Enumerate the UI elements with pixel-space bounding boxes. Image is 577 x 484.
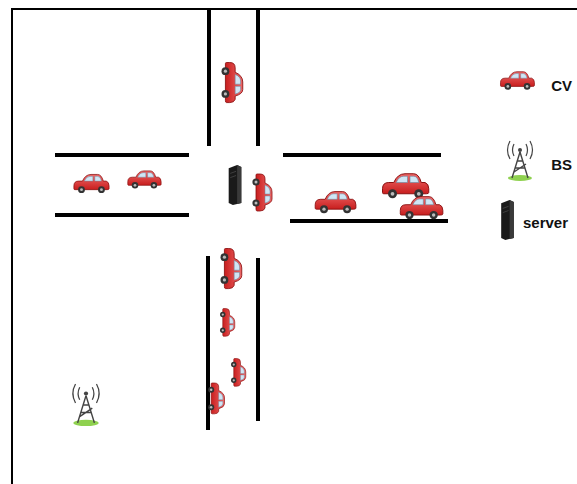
- legend-label: server: [523, 215, 568, 230]
- legend-label: BS: [551, 157, 572, 172]
- legend-label: CV: [551, 78, 572, 93]
